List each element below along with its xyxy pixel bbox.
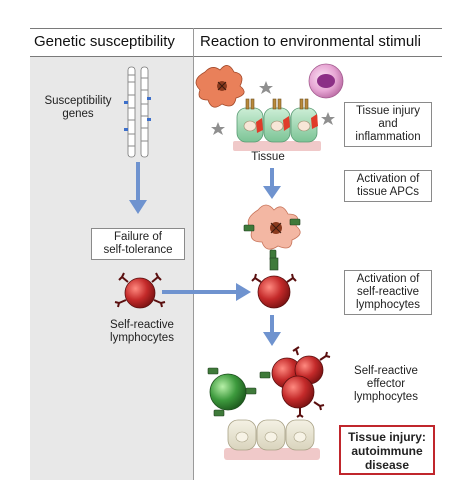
arrow-tissue-to-apc (263, 168, 281, 199)
apc-activated (243, 204, 301, 261)
arrow-to-activation (162, 283, 251, 301)
inflammatory-cell (308, 63, 344, 99)
label-self-reactive-lymphocytes: Self-reactive lymphocytes (110, 319, 174, 344)
column-divider (193, 28, 194, 480)
label-activation-apcs: Activation of tissue APCs (344, 170, 432, 202)
label-effector-lymphocytes: Self-reactive effector lymphocytes (354, 365, 418, 403)
left-panel (30, 57, 193, 480)
label-failure-self-tolerance: Failure of self-tolerance (91, 228, 185, 260)
arrow-genes-to-failure (129, 162, 147, 214)
arrow-to-effector (263, 315, 281, 346)
apc-top (195, 65, 245, 108)
self-reactive-lymphocyte-left (114, 272, 166, 309)
header-bottom-rule (30, 56, 442, 57)
self-reactive-lymphocyte-activated (251, 257, 297, 309)
label-tissue: Tissue (251, 151, 285, 163)
header-environmental-stimuli: Reaction to environmental stimuli (200, 33, 421, 50)
header-top-rule (30, 28, 442, 29)
microbe-icons (211, 81, 335, 135)
label-tissue-injury-inflammation: Tissue injury and inflammation (344, 102, 432, 147)
effector-lymphocyte-cluster (207, 346, 331, 418)
label-susceptibility-genes: Susceptibility genes (44, 95, 112, 120)
tissue-top (233, 98, 321, 151)
tissue-damaged (224, 419, 320, 460)
chromosome-icon (124, 66, 151, 158)
header-genetic-susceptibility: Genetic susceptibility (34, 33, 175, 50)
label-activation-self-reactive: Activation of self-reactive lymphocytes (344, 270, 432, 315)
final-outcome-box: Tissue injury: autoimmune disease (339, 425, 435, 475)
